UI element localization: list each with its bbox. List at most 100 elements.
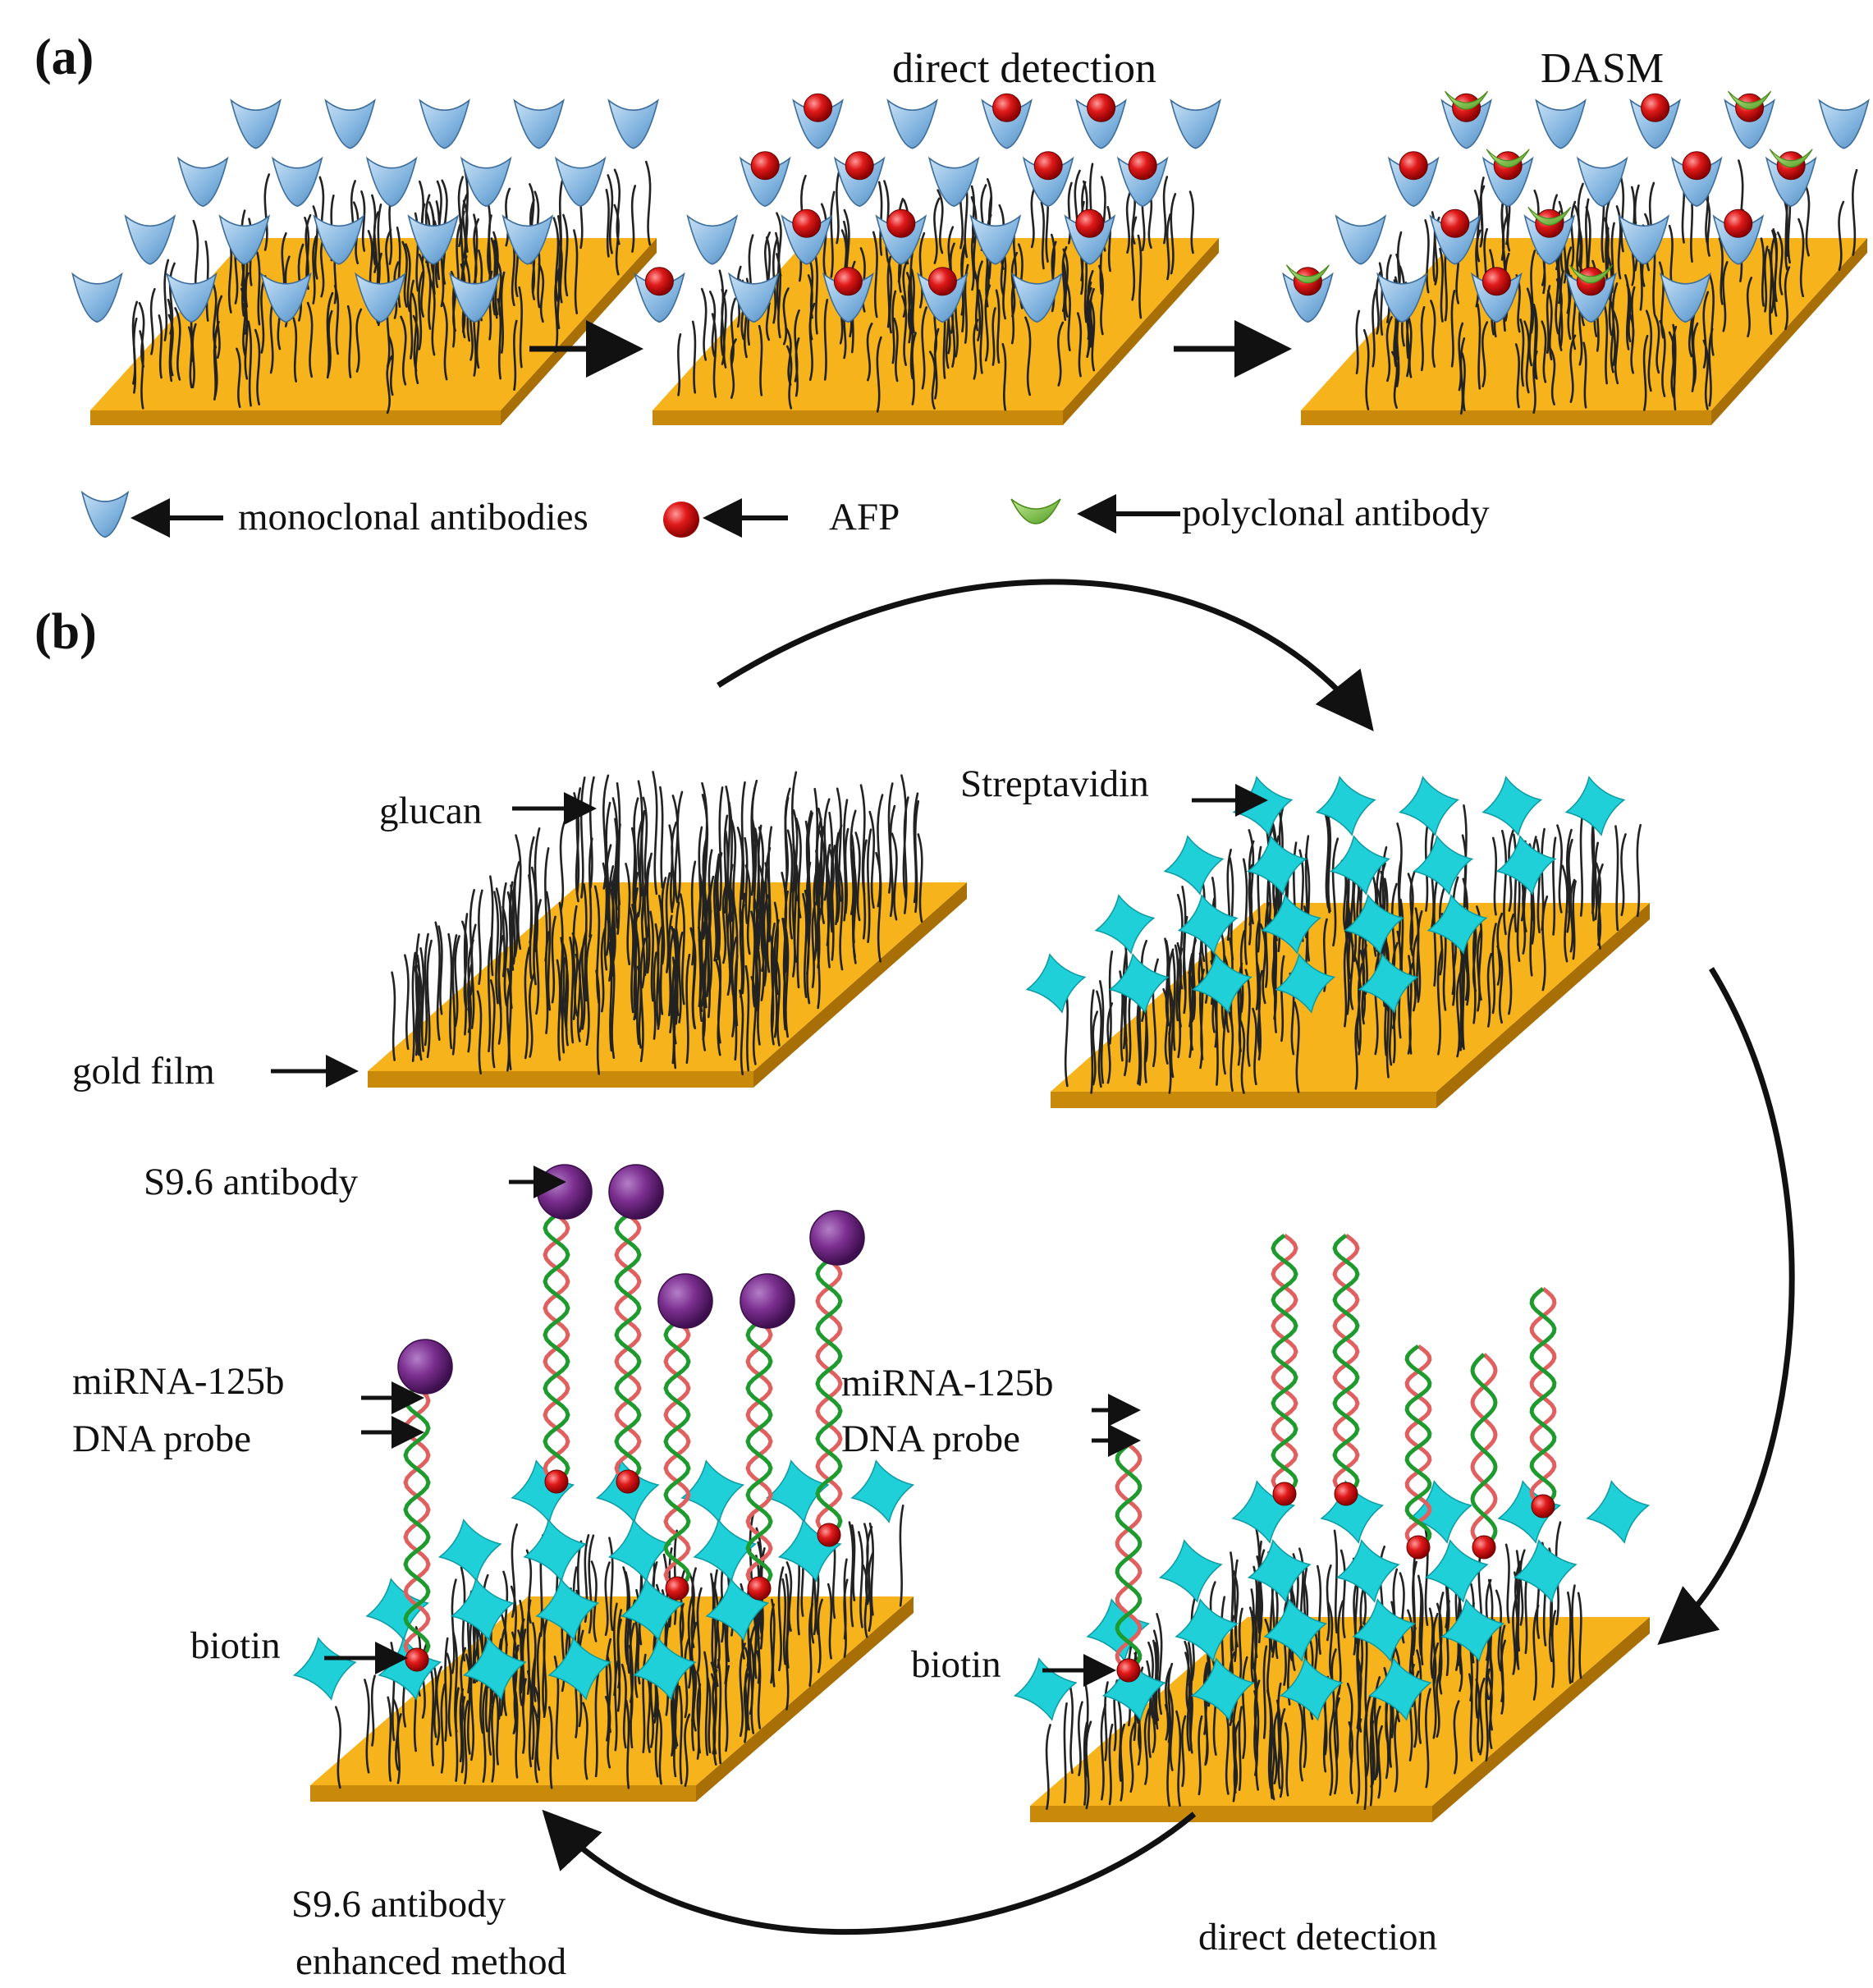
- glucan-strand: [1226, 848, 1232, 941]
- glucan-strand: [405, 243, 411, 313]
- glucan-strand: [775, 231, 781, 313]
- mirna-dna-duplex: [1271, 1234, 1298, 1496]
- glucan-strand: [530, 866, 538, 986]
- glucan-strand: [1407, 962, 1414, 1055]
- glucan-strand: [1257, 845, 1262, 953]
- glucan-strand: [1104, 1681, 1109, 1761]
- glucan-strand: [1476, 928, 1483, 1012]
- glucan-strand: [490, 237, 497, 316]
- monoclonal-antibody: [218, 214, 271, 265]
- streptavidin: [292, 1637, 357, 1701]
- streptavidin: [1013, 1657, 1078, 1721]
- glucan-strand: [459, 1688, 465, 1762]
- monoclonal-antibody: [1618, 214, 1670, 265]
- glucan-strand: [1708, 273, 1715, 356]
- glucan-strand: [876, 336, 882, 413]
- glucan-strand: [811, 901, 817, 988]
- mirna-dna-duplex: [663, 1320, 691, 1590]
- glucan-strand: [451, 934, 458, 1056]
- glucan-strand: [1092, 1010, 1099, 1086]
- glucan-strand: [760, 878, 767, 1001]
- glucan-strand: [1331, 837, 1339, 947]
- monoclonal-antibody-icon: [80, 490, 130, 538]
- streptavidin: [1158, 1539, 1223, 1603]
- glucan-strand: [451, 1578, 457, 1674]
- glucan-strand: [1432, 1612, 1439, 1687]
- glucan-strand: [529, 972, 536, 1058]
- glucan-strand: [1514, 1571, 1519, 1667]
- glucan-strand: [1763, 245, 1769, 313]
- glucan-strand: [1253, 1690, 1260, 1791]
- glucan-strand: [1244, 969, 1251, 1067]
- glucan-strand: [637, 817, 644, 918]
- glucan-strand: [492, 231, 499, 316]
- glucan-strand: [891, 290, 897, 364]
- polyclonal-antibody: [1445, 90, 1489, 110]
- glucan-strand: [594, 1673, 600, 1778]
- glucan-strand: [634, 872, 639, 955]
- stage-direct-detection-chip: [634, 93, 1221, 425]
- glucan-strand: [964, 263, 969, 344]
- glucan-strand: [585, 934, 593, 1047]
- glucan-strand: [1257, 1540, 1262, 1644]
- glucan-strand: [1170, 192, 1177, 275]
- glucan-strand: [1279, 1708, 1286, 1798]
- glucan-strand: [721, 879, 729, 964]
- glucan-strand: [1383, 1666, 1389, 1743]
- streptavidin: [1192, 953, 1252, 1014]
- glucan-strand: [1184, 1651, 1191, 1752]
- panel-b-tag: (b): [34, 604, 97, 660]
- glucan-strand: [600, 928, 607, 1013]
- glucan-strand: [1188, 950, 1195, 1059]
- method-label-line1: S9.6 antibody: [291, 1883, 506, 1926]
- glucan-strand: [1603, 305, 1609, 385]
- glucan-strand: [431, 1660, 437, 1738]
- legend-afp-label: AFP: [829, 496, 900, 538]
- streptavidin: [1408, 1480, 1473, 1544]
- glucan-strand: [501, 882, 507, 978]
- glucan-strand: [312, 205, 318, 280]
- glucan-strand: [1645, 309, 1653, 392]
- glucan-strand: [424, 932, 429, 1047]
- glucan-strand: [371, 194, 377, 266]
- glucan-strand: [634, 924, 640, 1046]
- afp-molecule: [1641, 93, 1670, 122]
- glucan-strand: [776, 253, 781, 339]
- glucan-strand: [513, 1644, 520, 1734]
- glucan-strand: [334, 1706, 341, 1789]
- glucan-strand: [705, 890, 711, 997]
- glucan-strand: [715, 853, 721, 958]
- glucan-strand: [842, 799, 849, 922]
- glucan-strand: [1326, 1601, 1334, 1681]
- streptavidin: [547, 1637, 612, 1701]
- glucan-strand: [1461, 352, 1466, 411]
- glucan-strand: [158, 314, 163, 379]
- glucan-strand: [817, 1598, 823, 1674]
- monoclonal-antibody: [365, 156, 418, 208]
- glucan-strand: [1608, 296, 1615, 373]
- glucan-strand: [771, 1598, 776, 1688]
- glucan-strand: [327, 309, 333, 373]
- glucan-strand: [557, 240, 563, 304]
- glucan-strand: [1549, 346, 1556, 405]
- polyclonal-antibody: [1527, 206, 1572, 226]
- glucan-strand: [754, 938, 762, 1046]
- glucan-strand: [355, 308, 363, 373]
- direct-detection-label: direct detection: [1198, 1916, 1437, 1958]
- glucan-strand: [428, 1664, 435, 1766]
- glucan-strand: [698, 873, 704, 972]
- glucan-strand: [548, 1706, 553, 1789]
- polyclonal-antibody: [1285, 264, 1330, 284]
- glucan-strand: [702, 955, 708, 1041]
- glucan-strand: [1519, 1549, 1526, 1626]
- glucan-strand: [1045, 1724, 1051, 1811]
- glucan-strand: [1428, 1607, 1434, 1679]
- glucan-strand: [730, 338, 737, 399]
- glucan-strand: [588, 837, 593, 938]
- monoclonal-antibody: [166, 272, 218, 323]
- glucan-strand: [696, 1683, 702, 1760]
- streptavidin: [1175, 1598, 1239, 1662]
- gold-film-edge: [1051, 1092, 1436, 1108]
- dna-probe-strand: [745, 1320, 773, 1590]
- streptavidin: [1427, 894, 1488, 955]
